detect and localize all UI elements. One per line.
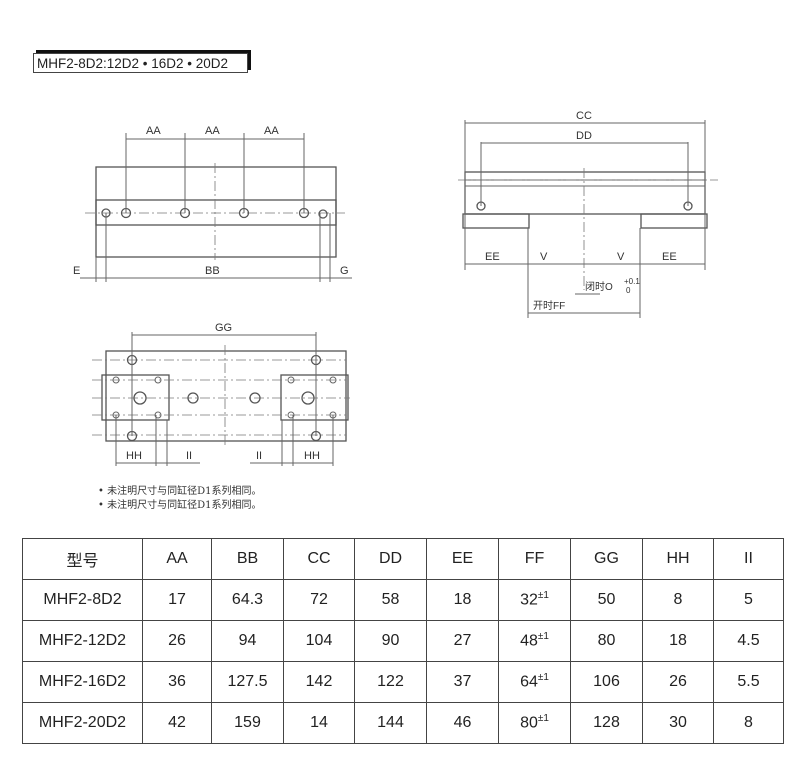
dim-ii-left: II — [186, 450, 192, 462]
ff-tolerance: ±1 — [537, 672, 549, 684]
open-label: 开时FF — [533, 300, 565, 312]
dim-hh-right: HH — [304, 450, 320, 462]
note-1: • 未注明尺寸与同缸径D1系列相同。 — [98, 486, 262, 497]
cell-dd: 58 — [354, 579, 427, 621]
cell-ee: 46 — [426, 702, 499, 744]
dim-g: G — [340, 265, 349, 277]
dim-v-left: V — [540, 251, 548, 263]
cell-aa: 42 — [142, 702, 212, 744]
cell-hh: 30 — [642, 702, 714, 744]
table-row: MHF2-12D2 26 94 104 90 27 48±1 80 18 4.5 — [22, 620, 784, 662]
dim-e: E — [73, 265, 80, 277]
ff-tolerance: ±1 — [537, 590, 549, 602]
ff-value: 80 — [520, 714, 538, 732]
header-dd: DD — [354, 538, 427, 580]
cell-model: MHF2-12D2 — [22, 620, 143, 662]
ff-value: 32 — [520, 591, 538, 609]
cell-cc: 14 — [283, 702, 355, 744]
dim-aa-1: AA — [146, 125, 161, 137]
cell-dd: 144 — [354, 702, 427, 744]
cell-aa: 36 — [142, 661, 212, 703]
closed-tol-upper: +0.1 — [624, 277, 640, 286]
cell-hh: 18 — [642, 620, 714, 662]
dim-hh-left: HH — [126, 450, 142, 462]
cell-gg: 106 — [570, 661, 643, 703]
cell-bb: 159 — [211, 702, 284, 744]
dim-dd: DD — [576, 130, 592, 142]
header-ee: EE — [426, 538, 499, 580]
cell-cc: 142 — [283, 661, 355, 703]
cell-ff: 64±1 — [498, 661, 571, 703]
dim-aa-3: AA — [264, 125, 279, 137]
cell-aa: 26 — [142, 620, 212, 662]
dim-ee-left: EE — [485, 251, 500, 263]
cell-gg: 80 — [570, 620, 643, 662]
cell-dd: 90 — [354, 620, 427, 662]
cell-ee: 27 — [426, 620, 499, 662]
dim-v-right: V — [617, 251, 625, 263]
cell-ff: 80±1 — [498, 702, 571, 744]
header-aa: AA — [142, 538, 212, 580]
cell-ee: 37 — [426, 661, 499, 703]
note-2: • 未注明尺寸与同缸径D1系列相同。 — [98, 500, 262, 511]
cell-dd: 122 — [354, 661, 427, 703]
cell-ii: 5.5 — [713, 661, 784, 703]
cell-model: MHF2-8D2 — [22, 579, 143, 621]
ff-tolerance: ±1 — [537, 713, 549, 725]
front-view: AA AA AA E BB G — [73, 125, 352, 282]
header-hh: HH — [642, 538, 714, 580]
cell-cc: 72 — [283, 579, 355, 621]
ff-value: 64 — [520, 673, 538, 691]
cell-ff: 48±1 — [498, 620, 571, 662]
closed-label: 闭时O — [585, 280, 613, 293]
cell-gg: 50 — [570, 579, 643, 621]
dim-ii-right: II — [256, 450, 262, 462]
series-title: MHF2-8D2:12D2 • 16D2 • 20D2 — [33, 53, 248, 73]
cell-hh: 26 — [642, 661, 714, 703]
table-row: MHF2-16D2 36 127.5 142 122 37 64±1 106 2… — [22, 661, 784, 703]
header-model: 型号 — [22, 538, 143, 580]
cell-cc: 104 — [283, 620, 355, 662]
cell-aa: 17 — [142, 579, 212, 621]
closed-tol-lower: 0 — [626, 286, 631, 295]
cell-bb: 127.5 — [211, 661, 284, 703]
cell-gg: 128 — [570, 702, 643, 744]
dim-ee-right: EE — [662, 251, 677, 263]
cell-ii: 5 — [713, 579, 784, 621]
cell-ee: 18 — [426, 579, 499, 621]
cell-model: MHF2-20D2 — [22, 702, 143, 744]
header-ii: II — [713, 538, 784, 580]
ff-tolerance: ±1 — [537, 631, 549, 643]
dimensions-table: 型号 AA BB CC DD EE FF GG HH II MHF2-8D2 1… — [22, 538, 784, 744]
header-cc: CC — [283, 538, 355, 580]
side-view: CC DD EE V V EE 闭时O +0.1 0 开时FF — [458, 110, 718, 318]
dim-cc: CC — [576, 110, 592, 122]
cell-hh: 8 — [642, 579, 714, 621]
cell-model: MHF2-16D2 — [22, 661, 143, 703]
ff-value: 48 — [520, 632, 538, 650]
bottom-view: GG HH II II HH — [92, 322, 350, 466]
cell-bb: 64.3 — [211, 579, 284, 621]
cell-ii: 8 — [713, 702, 784, 744]
dim-bb: BB — [205, 265, 220, 277]
header-bb: BB — [211, 538, 284, 580]
cell-ff: 32±1 — [498, 579, 571, 621]
cell-ii: 4.5 — [713, 620, 784, 662]
dim-gg: GG — [215, 322, 232, 334]
table-row: MHF2-8D2 17 64.3 72 58 18 32±1 50 8 5 — [22, 579, 784, 621]
header-gg: GG — [570, 538, 643, 580]
header-ff: FF — [498, 538, 571, 580]
table-header-row: 型号 AA BB CC DD EE FF GG HH II — [22, 538, 784, 580]
technical-drawing: AA AA AA E BB G CC DD EE V V EE 闭时O +0.1… — [73, 110, 718, 466]
dim-aa-2: AA — [205, 125, 220, 137]
table-row: MHF2-20D2 42 159 14 144 46 80±1 128 30 8 — [22, 702, 784, 744]
cell-bb: 94 — [211, 620, 284, 662]
